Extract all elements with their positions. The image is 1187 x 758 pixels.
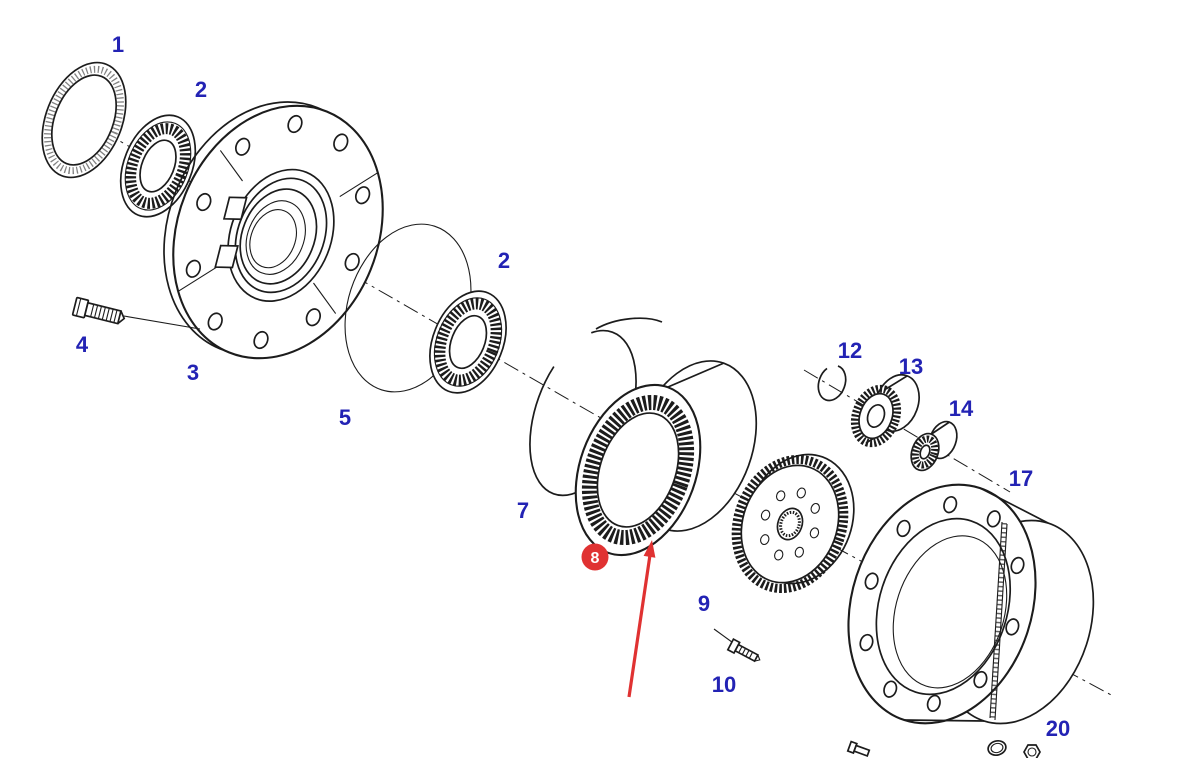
highlight-arrow bbox=[627, 540, 656, 698]
ring-gear bbox=[574, 360, 758, 557]
part-label-2a: 2 bbox=[195, 77, 207, 102]
circlip bbox=[817, 364, 847, 402]
hub-housing bbox=[847, 483, 1095, 725]
screw bbox=[726, 637, 761, 663]
o-ring-small bbox=[987, 739, 1007, 757]
part-label-17: 17 bbox=[1009, 466, 1033, 491]
bearing-front bbox=[119, 114, 197, 218]
part-label-14: 14 bbox=[949, 396, 974, 421]
part-label-5: 5 bbox=[339, 405, 351, 430]
drain-plug bbox=[1023, 744, 1041, 758]
part-label-20: 20 bbox=[1046, 716, 1070, 741]
planet-gear bbox=[850, 373, 920, 448]
part-label-10: 10 bbox=[712, 672, 736, 697]
stud-bolt bbox=[71, 296, 126, 325]
part-label-7: 7 bbox=[517, 498, 529, 523]
part-label-12: 12 bbox=[838, 338, 862, 363]
part-label-2b: 2 bbox=[498, 248, 510, 273]
part-label-4: 4 bbox=[76, 332, 89, 357]
bearing-inner bbox=[429, 290, 507, 394]
seal-ring bbox=[41, 61, 127, 179]
stud-leader-line bbox=[123, 315, 201, 330]
part-label-13: 13 bbox=[899, 354, 923, 379]
highlighted-part-badge: 8 bbox=[581, 543, 609, 571]
part-label-9: 9 bbox=[698, 591, 710, 616]
bottom-screw bbox=[846, 740, 871, 758]
hub-carrier bbox=[163, 101, 384, 360]
part-label-3: 3 bbox=[187, 360, 199, 385]
part-label-8: 8 bbox=[591, 550, 600, 567]
roller-bearing bbox=[910, 420, 958, 472]
part-label-1: 1 bbox=[112, 32, 124, 57]
